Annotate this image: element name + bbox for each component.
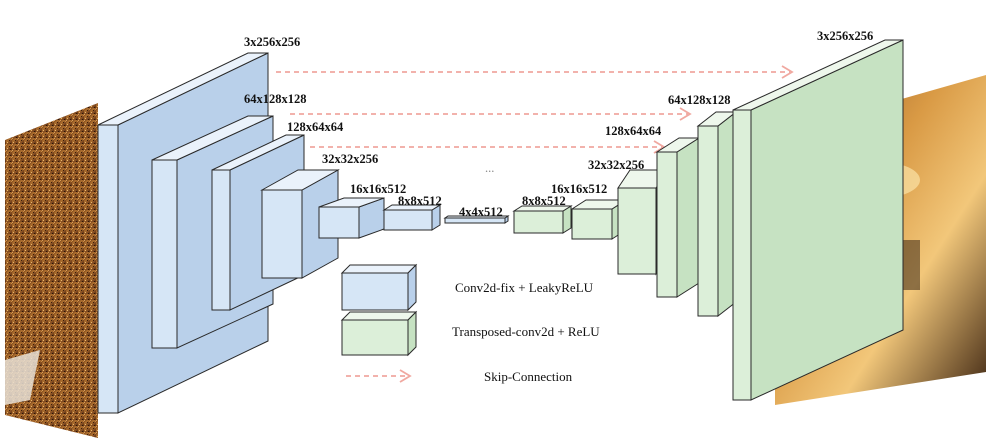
enc-block-4 (260, 169, 340, 279)
dec-label-3: 32x32x256 (588, 158, 644, 172)
dec-block-1 (512, 205, 573, 234)
enc-block-6 (382, 204, 442, 231)
legend: Conv2d-fix + LeakyReLU Transposed-conv2d… (340, 263, 600, 384)
dec-label-4: 128x64x64 (605, 124, 662, 138)
bottleneck-label: 4x4x512 (459, 205, 503, 219)
skip-connections (276, 65, 794, 154)
dec-label-1: 8x8x512 (522, 194, 566, 208)
dec-label-6: 3x256x256 (817, 29, 873, 43)
ellipsis: ... (485, 161, 494, 175)
enc-label-2: 64x128x128 (244, 92, 307, 106)
dec-block-4 (655, 137, 701, 298)
legend-conv-label: Conv2d-fix + LeakyReLU (455, 280, 594, 295)
dec-label-5: 64x128x128 (668, 93, 731, 107)
legend-skip-arrow (346, 369, 412, 383)
enc-block-5 (318, 197, 385, 239)
legend-deconv-label: Transposed-conv2d + ReLU (452, 324, 600, 339)
enc-label-3: 128x64x64 (287, 120, 344, 134)
enc-label-1: 3x256x256 (244, 35, 300, 49)
network-blocks (97, 39, 904, 414)
skip-arrowhead-2 (679, 107, 692, 121)
enc-label-6: 8x8x512 (398, 194, 442, 208)
dec-block-2 (570, 199, 628, 240)
legend-deconv-swatch (340, 310, 418, 357)
dec-block-5 (696, 110, 738, 318)
skip-arrowhead-1 (781, 65, 794, 79)
dimension-labels: 3x256x256 64x128x128 128x64x64 32x32x256… (244, 29, 873, 219)
enc-label-5: 16x16x512 (350, 182, 406, 196)
legend-conv-swatch (340, 263, 418, 312)
dec-block-6 (732, 39, 904, 401)
legend-skip-label: Skip-Connection (484, 369, 573, 384)
input-image (5, 103, 98, 438)
bottleneck-block (443, 215, 510, 224)
dec-label-2: 16x16x512 (551, 182, 607, 196)
enc-label-4: 32x32x256 (322, 152, 378, 166)
